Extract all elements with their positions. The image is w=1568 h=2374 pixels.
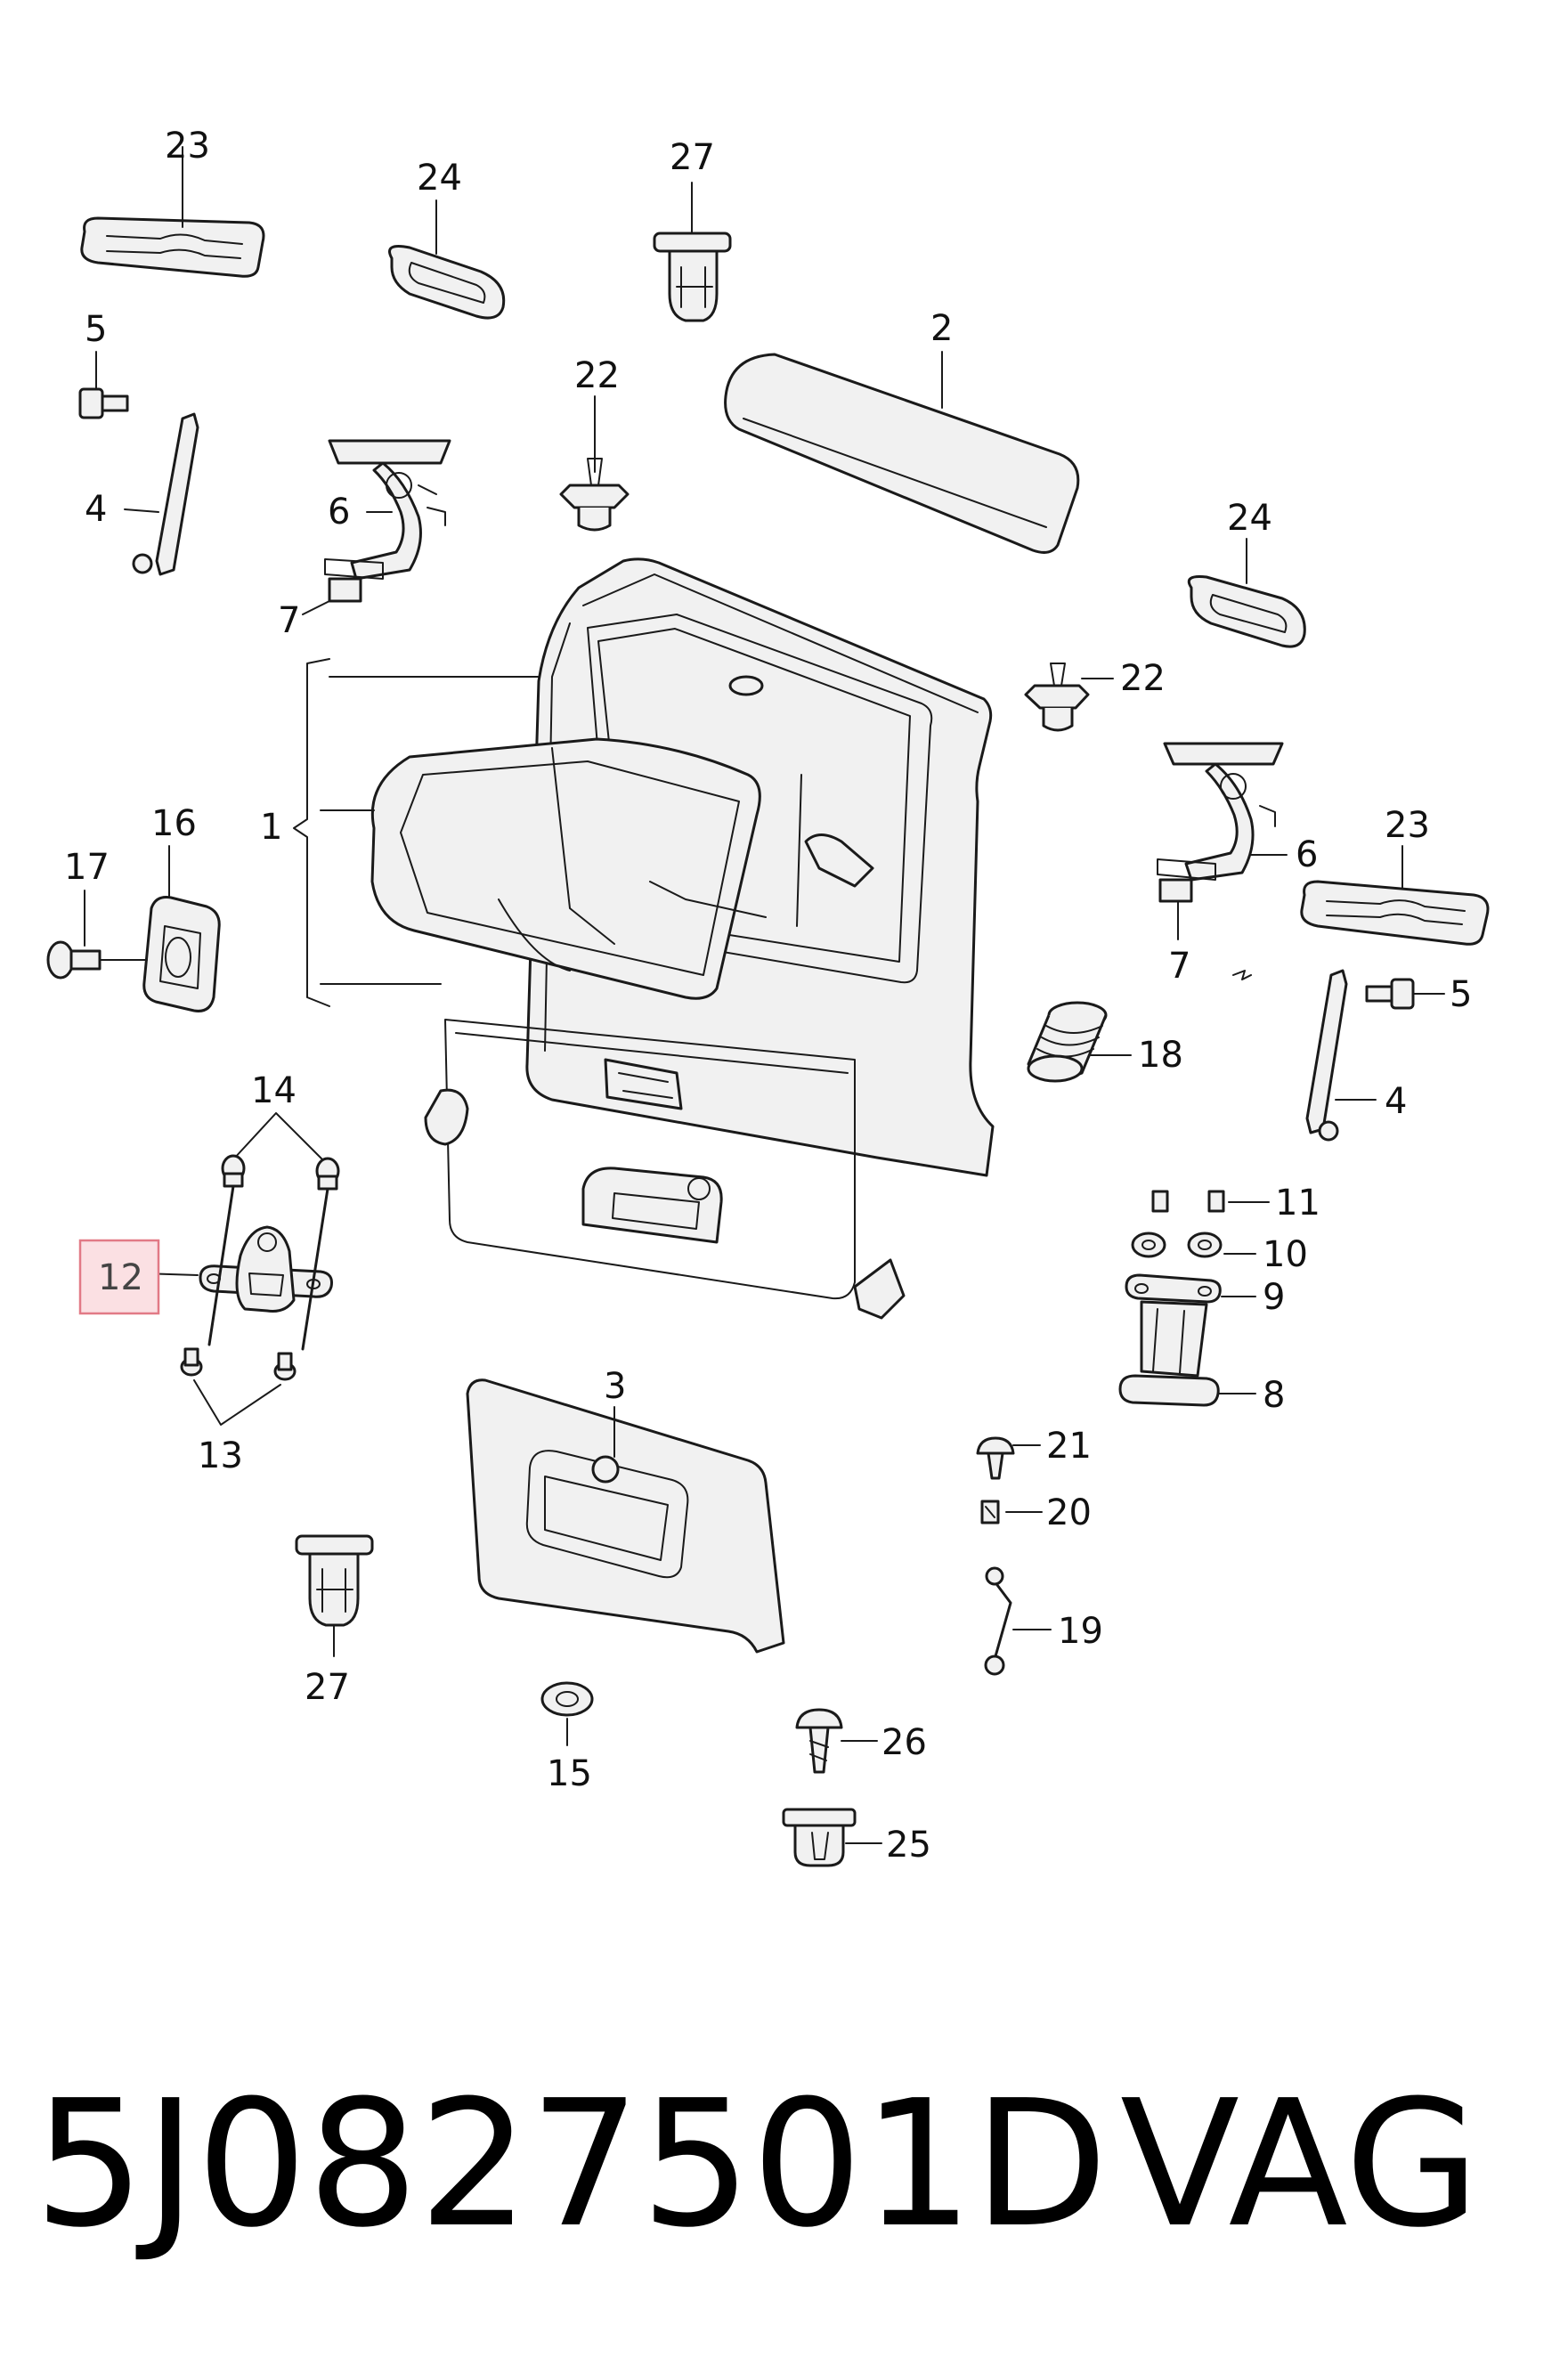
part-27-clip-lower — [295, 1534, 374, 1657]
brand-name: VAG — [1120, 2063, 1480, 2266]
callout-22-right: 22 — [1120, 658, 1166, 699]
callout-12-highlight: 12 — [78, 1239, 160, 1315]
callout-10: 10 — [1263, 1234, 1308, 1275]
callout-4-right: 4 — [1385, 1081, 1407, 1122]
callout-7: 7 — [278, 600, 300, 641]
callout-20: 20 — [1046, 1492, 1092, 1533]
part-20-clip — [980, 1500, 1043, 1524]
callout-4: 4 — [85, 489, 107, 530]
part-6-hinge-right — [1157, 742, 1288, 882]
part-1-tailgate — [293, 557, 995, 1320]
part-9-plate — [1125, 1273, 1256, 1304]
callout-1: 1 — [260, 807, 282, 848]
callout-25: 25 — [886, 1825, 931, 1866]
callout-5-right: 5 — [1450, 974, 1472, 1015]
part-3-trim-panel — [466, 1378, 785, 1654]
part-6-hinge — [324, 439, 451, 581]
part-4-strut — [124, 412, 199, 576]
part-7-nut — [302, 577, 362, 615]
part-19-cable — [984, 1566, 1052, 1676]
callout-14: 14 — [251, 1070, 297, 1111]
callout-23: 23 — [165, 126, 210, 167]
part-12-striker — [142, 1184, 333, 1351]
part-21-screw — [976, 1436, 1041, 1480]
callout-13: 13 — [198, 1435, 243, 1476]
callout-8: 8 — [1263, 1375, 1285, 1416]
callout-27: 27 — [670, 137, 715, 178]
part-22-clip-right — [1024, 663, 1114, 732]
part-18-bump-stop — [1027, 1001, 1132, 1083]
part-5-bolt — [78, 351, 129, 419]
part-22-clip — [559, 395, 630, 532]
part-15-washer — [540, 1681, 594, 1746]
callout-18: 18 — [1138, 1035, 1183, 1076]
part-17-bolt — [46, 890, 148, 980]
part-16-grommet — [142, 845, 221, 1012]
callout-17: 17 — [64, 847, 110, 888]
part-8-latch-bracket — [1118, 1300, 1256, 1407]
callout-19: 19 — [1058, 1611, 1103, 1652]
part-27-clip — [653, 182, 732, 322]
part-24-grommet-right — [1187, 538, 1306, 648]
callout-3: 3 — [604, 1366, 626, 1407]
callout-23-right: 23 — [1385, 805, 1430, 846]
callout-22: 22 — [574, 355, 620, 396]
callout-6-right: 6 — [1296, 834, 1318, 875]
part-7-nut-right — [1158, 878, 1252, 980]
callout-7-right: 7 — [1168, 946, 1190, 987]
callout-27-lower: 27 — [305, 1667, 350, 1708]
callout-9: 9 — [1263, 1277, 1285, 1318]
part-number: 5J0827501D — [34, 2063, 1108, 2266]
part-14-rivets — [221, 1112, 340, 1191]
callout-6: 6 — [328, 492, 350, 533]
part-24-grommet — [388, 199, 506, 320]
callout-2: 2 — [930, 308, 953, 349]
part-5-bolt-right — [1365, 978, 1445, 1010]
callout-11: 11 — [1275, 1183, 1320, 1224]
callout-24-right: 24 — [1227, 498, 1272, 539]
part-23-seal-strip — [80, 146, 265, 278]
part-26-push-rivet — [795, 1708, 878, 1774]
part-23-seal-strip-right — [1300, 845, 1490, 946]
part-2-spoiler — [724, 351, 1080, 554]
callout-21: 21 — [1046, 1426, 1092, 1467]
part-4-strut-right — [1305, 969, 1377, 1142]
part-13-screws — [180, 1347, 297, 1426]
part-10-washers — [1131, 1232, 1256, 1258]
callout-24: 24 — [417, 158, 462, 199]
callout-16: 16 — [151, 803, 197, 844]
callout-15: 15 — [547, 1753, 592, 1794]
part-11-clips — [1151, 1190, 1270, 1213]
callout-26: 26 — [881, 1722, 927, 1763]
callout-12: 12 — [98, 1257, 143, 1298]
callout-5: 5 — [85, 309, 107, 350]
part-25-clip-nut — [782, 1808, 882, 1867]
